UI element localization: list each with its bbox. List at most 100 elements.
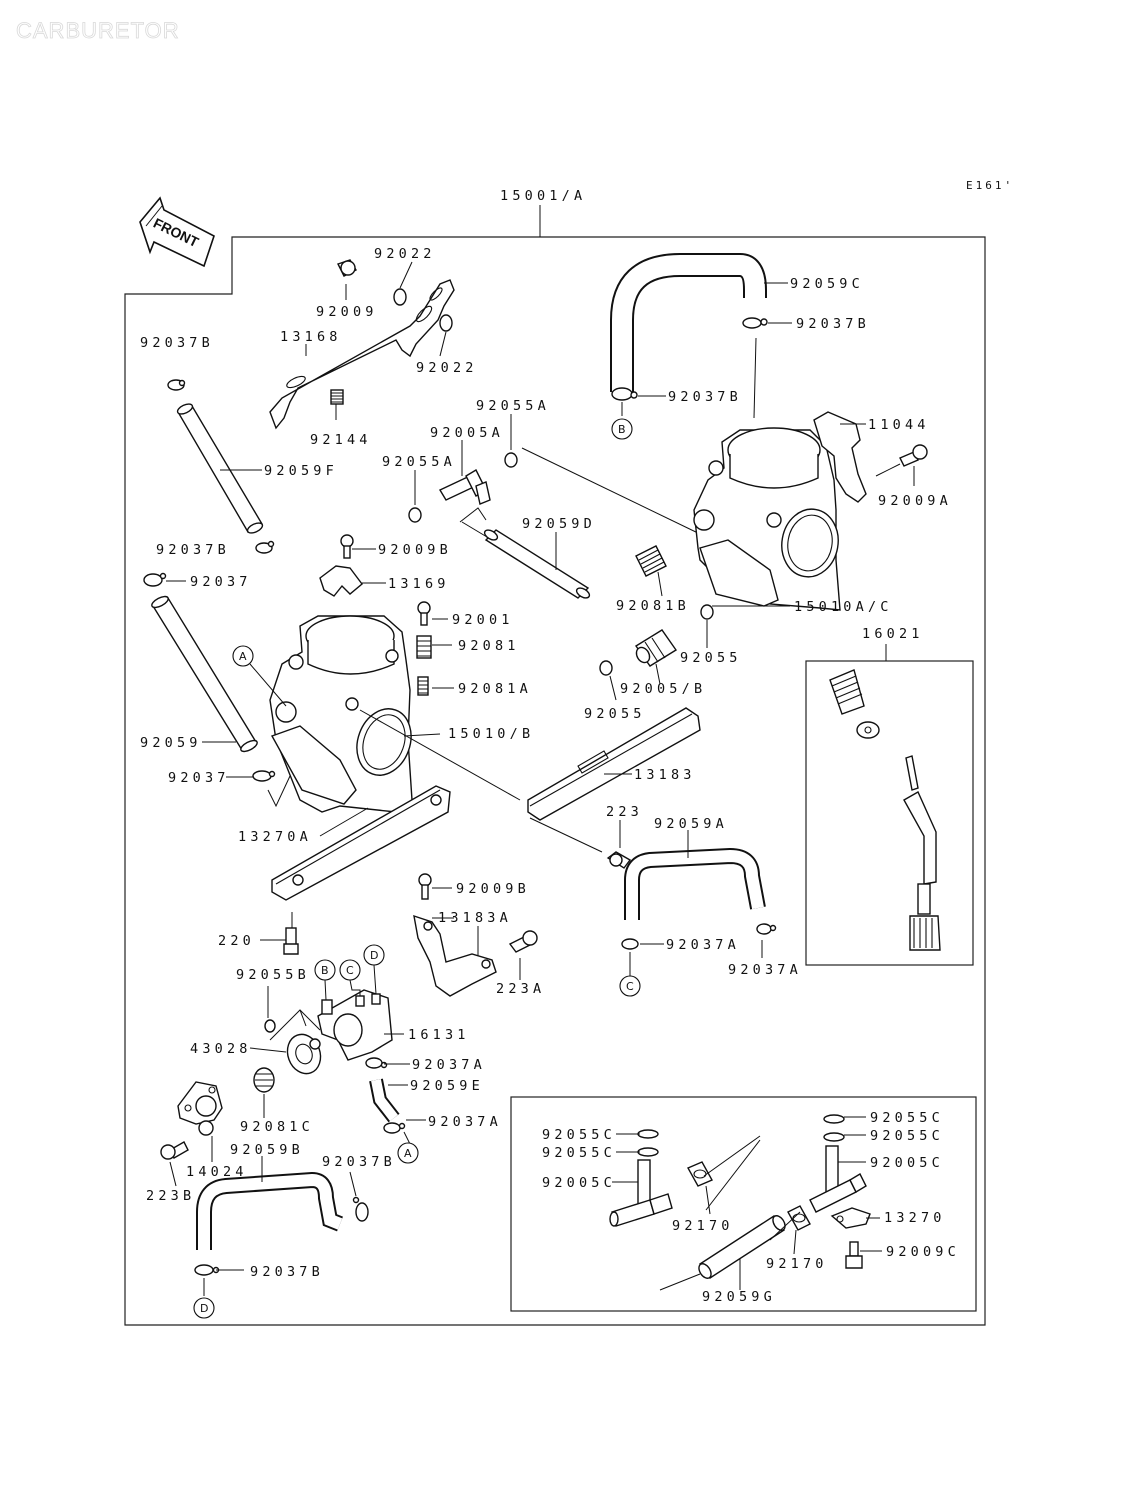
hose-92059F bbox=[176, 403, 264, 534]
oring-92055-center bbox=[599, 660, 613, 676]
washer-92022-bottom bbox=[439, 314, 453, 332]
link-plate-13270A bbox=[271, 785, 451, 901]
ref-circle-a-carb: A bbox=[232, 645, 254, 667]
clip-92037A-cock bbox=[365, 1057, 388, 1069]
oring-92055B bbox=[264, 1019, 276, 1033]
label-13270: 13270 bbox=[884, 1210, 946, 1226]
label-92037A-cock: 92037A bbox=[412, 1057, 486, 1073]
label-13183A: 13183A bbox=[438, 910, 512, 926]
label-92037A-bottom: 92037A bbox=[428, 1114, 502, 1130]
spring-92081C bbox=[253, 1067, 275, 1093]
label-92081C: 92081C bbox=[240, 1119, 314, 1135]
screw-92009B-lower bbox=[418, 873, 432, 900]
label-92037B-left-bottom: 92037B bbox=[156, 542, 230, 558]
label-223A: 223A bbox=[496, 981, 545, 997]
label-11044: 11044 bbox=[868, 417, 930, 433]
label-92009A: 92009A bbox=[878, 493, 952, 509]
svg-text:B: B bbox=[618, 423, 626, 436]
label-92059C: 92059C bbox=[790, 276, 864, 292]
subassembly-16021-box bbox=[805, 660, 974, 966]
ref-circle-d-cock: D bbox=[363, 944, 385, 966]
label-220: 220 bbox=[218, 933, 255, 949]
spring-92081 bbox=[416, 635, 432, 659]
ref-circle-c-cock: C bbox=[339, 959, 361, 981]
label-92059A: 92059A bbox=[654, 816, 728, 832]
carburetor-15010B bbox=[269, 615, 413, 813]
label-92037A-right: 92037A bbox=[666, 937, 740, 953]
choke-plunger-16021 bbox=[829, 669, 941, 951]
clip-92037B-left-bottom bbox=[255, 540, 275, 554]
washer-92022-top bbox=[393, 288, 407, 306]
clip-92037-left bbox=[143, 572, 167, 587]
screw-92001 bbox=[417, 601, 431, 626]
clip-92037B-left-top bbox=[167, 379, 186, 391]
ref-circle-b-top: B bbox=[611, 418, 633, 440]
label-92037A-far-right: 92037A bbox=[728, 962, 802, 978]
hose-92059G bbox=[698, 1215, 786, 1279]
fitting-92005A bbox=[439, 469, 491, 505]
hose-92059 bbox=[151, 595, 258, 753]
carburetor-15010AC bbox=[693, 427, 841, 611]
label-92037B-mid: 92037B bbox=[668, 389, 742, 405]
clip-92037A-right bbox=[621, 938, 639, 950]
link-plate-13183 bbox=[527, 707, 701, 821]
label-92081: 92081 bbox=[458, 638, 520, 654]
label-92170-left: 92170 bbox=[672, 1218, 734, 1234]
label-92037B-bottom-mid: 92037B bbox=[322, 1154, 396, 1170]
label-14024: 14024 bbox=[186, 1164, 248, 1180]
label-92009: 92009 bbox=[316, 304, 378, 320]
label-13270A: 13270A bbox=[238, 829, 312, 845]
label-16131: 16131 bbox=[408, 1027, 470, 1043]
bolt-92009 bbox=[337, 259, 357, 277]
orings-92055C-left bbox=[637, 1129, 659, 1157]
label-92037B-top: 92037B bbox=[796, 316, 870, 332]
label-223: 223 bbox=[606, 804, 643, 820]
label-15010B: 15010/B bbox=[448, 726, 534, 742]
label-92037-carb: 92037 bbox=[168, 770, 230, 786]
label-92055B: 92055B bbox=[236, 967, 310, 983]
label-92170-right: 92170 bbox=[766, 1256, 828, 1272]
label-92055C-right-2: 92055C bbox=[870, 1128, 944, 1144]
label-92059E: 92059E bbox=[410, 1078, 484, 1094]
ref-circle-c-right: C bbox=[619, 975, 641, 997]
clip-92037B-mid bbox=[611, 387, 638, 401]
label-92055-center: 92055 bbox=[584, 706, 646, 722]
label-92059G: 92059G bbox=[702, 1289, 776, 1305]
label-16021: 16021 bbox=[862, 626, 924, 642]
front-arrow-icon: FRONT bbox=[139, 196, 215, 268]
tee-92005C-left bbox=[609, 1159, 673, 1227]
oring-92055A-left bbox=[408, 507, 422, 523]
label-92001: 92001 bbox=[452, 612, 514, 628]
screw-92009C bbox=[845, 1241, 863, 1269]
label-92055C-left-2: 92055C bbox=[542, 1145, 616, 1161]
ref-circle-a-bottom: A bbox=[397, 1142, 419, 1164]
label-15010AC: 15010A/C bbox=[794, 599, 893, 615]
svg-text:A: A bbox=[239, 650, 247, 663]
label-92005B: 92005/B bbox=[620, 681, 706, 697]
label-43028: 43028 bbox=[190, 1041, 252, 1057]
clip-92037B-bottom-left bbox=[194, 1264, 220, 1276]
screw-92009B-top bbox=[340, 534, 354, 559]
screw-223 bbox=[606, 851, 632, 869]
clip-92037B-top bbox=[742, 317, 768, 329]
main-assembly-frame bbox=[124, 236, 986, 1326]
label-92081A: 92081A bbox=[458, 681, 532, 697]
holder-13169 bbox=[319, 565, 363, 597]
part-labels: 92022 92009 13168 92022 92144 92059C 920… bbox=[140, 246, 956, 1305]
label-15001A: 15001/A bbox=[500, 188, 586, 204]
label-92009B-lower: 92009B bbox=[456, 881, 530, 897]
label-92037B-bottom-left: 92037B bbox=[250, 1264, 324, 1280]
screw-223B bbox=[160, 1141, 189, 1160]
label-92144: 92144 bbox=[310, 432, 372, 448]
clip-92037-carb bbox=[252, 770, 276, 782]
label-13169: 13169 bbox=[388, 576, 450, 592]
screw-223A bbox=[508, 930, 538, 953]
diagram-code: E161' bbox=[966, 179, 1014, 192]
cover-14024 bbox=[177, 1081, 223, 1136]
orings-92055C-right bbox=[823, 1114, 845, 1142]
label-92005C-left: 92005C bbox=[542, 1175, 616, 1191]
label-13168: 13168 bbox=[280, 329, 342, 345]
filter-92005B bbox=[635, 629, 677, 667]
tee-92005C-right bbox=[809, 1145, 867, 1213]
